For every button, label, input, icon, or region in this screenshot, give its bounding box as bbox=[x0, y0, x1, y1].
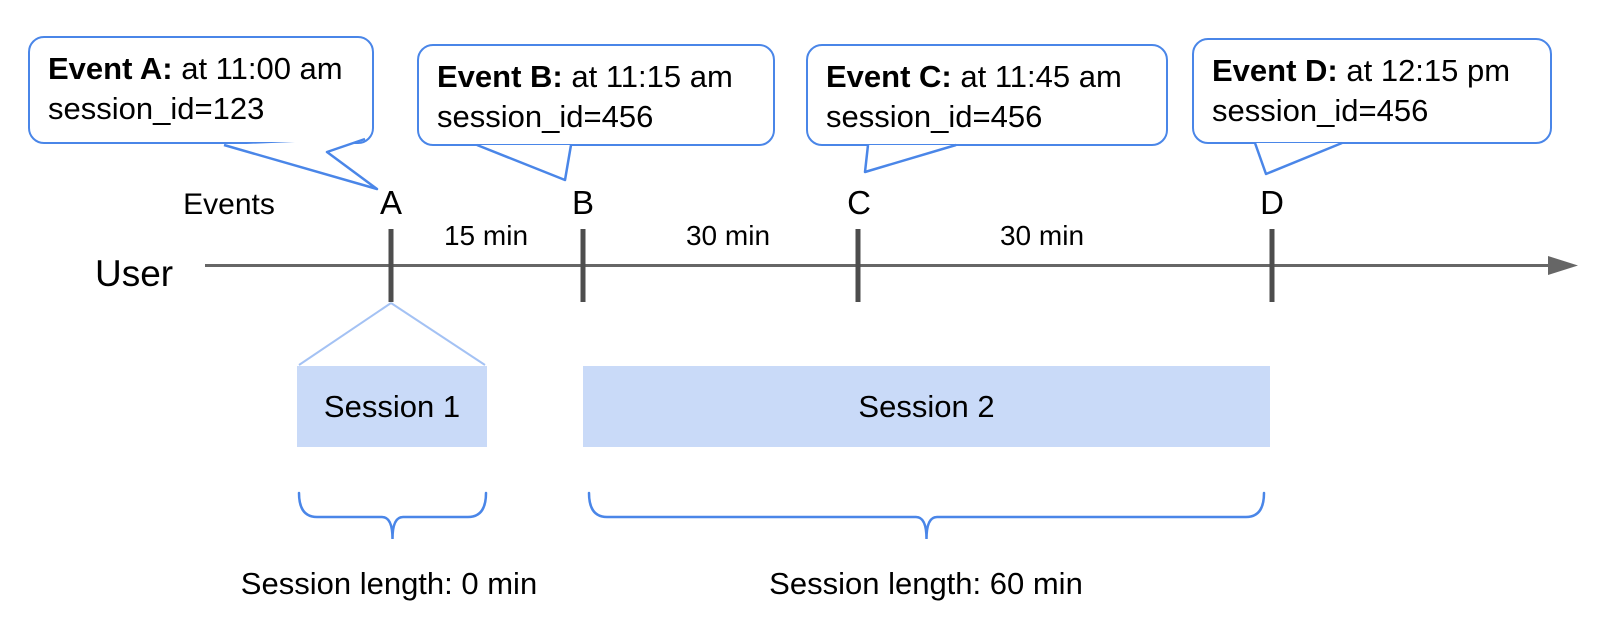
event-marker-c: C bbox=[847, 184, 871, 221]
callout-event-c-session-id: session_id=456 bbox=[826, 99, 1043, 134]
session-2-label: Session 2 bbox=[858, 388, 995, 424]
interval-label-c-d: 30 min bbox=[999, 220, 1085, 251]
callout-event-a: Event A: at 11:00 am session_id=123 bbox=[28, 36, 374, 144]
callout-event-d: Event D: at 12:15 pm session_id=456 bbox=[1192, 38, 1552, 144]
callout-event-c: Event C: at 11:45 am session_id=456 bbox=[806, 44, 1168, 146]
callout-event-d-session-id: session_id=456 bbox=[1212, 93, 1429, 128]
callout-event-b-line1: Event B: at 11:15 am bbox=[437, 57, 755, 97]
interval-label-a-b: 15 min bbox=[443, 220, 529, 251]
callout-tail-a bbox=[223, 137, 379, 191]
session-1-label: Session 1 bbox=[323, 388, 461, 424]
user-axis-label: User bbox=[95, 253, 174, 294]
brace-session-2 bbox=[587, 491, 1266, 540]
session-2-length-label: Session length: 60 min bbox=[769, 566, 1083, 601]
callout-tail-b bbox=[476, 143, 573, 182]
callout-tail-d bbox=[1253, 141, 1343, 176]
callout-event-b-title: Event B: bbox=[437, 59, 563, 94]
interval-label-b-c: 30 min bbox=[685, 220, 771, 251]
events-axis-label: Events bbox=[183, 188, 275, 221]
callout-event-b-session-id: session_id=456 bbox=[437, 99, 654, 134]
brace-session-1 bbox=[297, 491, 488, 540]
callout-event-a-line1: Event A: at 11:00 am bbox=[48, 49, 354, 89]
callout-event-d-title: Event D: bbox=[1212, 53, 1338, 88]
event-marker-b: B bbox=[571, 184, 594, 221]
session-1-box: Session 1 bbox=[297, 366, 487, 447]
timeline-arrowhead bbox=[1548, 256, 1578, 275]
session-1-length-label: Session length: 0 min bbox=[240, 566, 538, 601]
callout-tail-c bbox=[863, 143, 957, 174]
callout-event-d-time: at 12:15 pm bbox=[1337, 53, 1511, 88]
callout-event-c-line1: Event C: at 11:45 am bbox=[826, 57, 1148, 97]
session-2-box: Session 2 bbox=[583, 366, 1270, 447]
callout-event-a-title: Event A: bbox=[48, 51, 173, 86]
callout-event-c-title: Event C: bbox=[826, 59, 952, 94]
callout-event-b: Event B: at 11:15 am session_id=456 bbox=[417, 44, 775, 146]
callout-event-b-time: at 11:15 am bbox=[562, 59, 733, 94]
callout-event-a-time: at 11:00 am bbox=[172, 51, 343, 86]
callout-event-d-line1: Event D: at 12:15 pm bbox=[1212, 51, 1532, 91]
fan-line-left bbox=[298, 302, 392, 366]
event-marker-a: A bbox=[379, 184, 402, 221]
event-marker-d: D bbox=[1260, 184, 1284, 221]
callout-event-a-session-id: session_id=123 bbox=[48, 91, 265, 126]
fan-line-right bbox=[390, 302, 486, 366]
callout-event-c-time: at 11:45 am bbox=[951, 59, 1122, 94]
